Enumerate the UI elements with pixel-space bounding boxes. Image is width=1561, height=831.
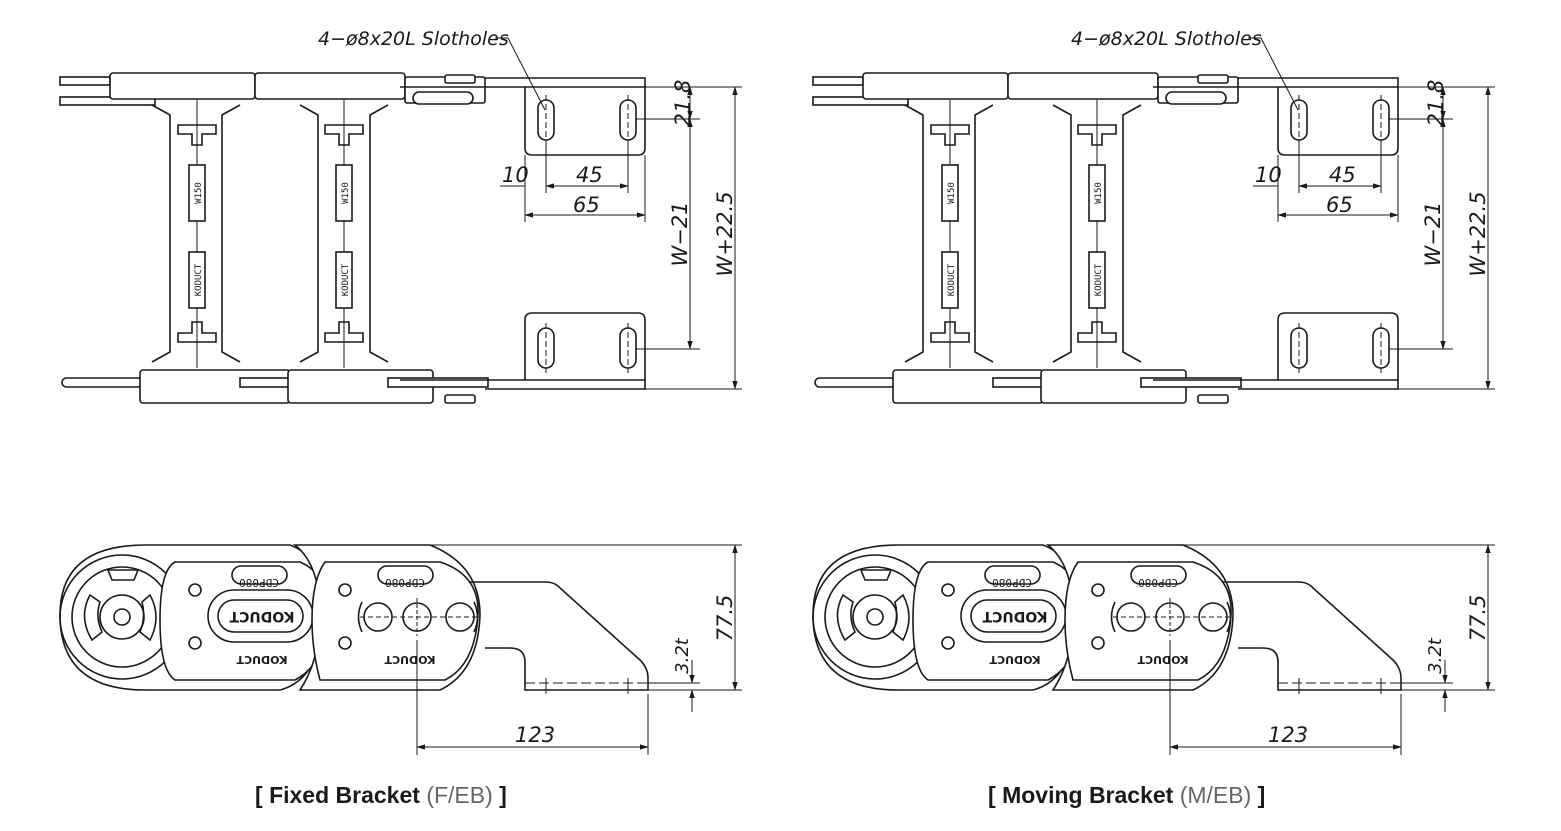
caption-code: (F/EB)	[426, 782, 493, 808]
fixed-bracket-caption: [ Fixed Bracket (F/EB) ]	[255, 782, 507, 809]
caption-close-bracket: ]	[1257, 782, 1266, 808]
dim-45: 45	[1329, 163, 1356, 187]
caption-main: Moving Bracket	[1002, 782, 1174, 808]
side-model-mark: CDP080	[992, 576, 1032, 589]
side-brand-mark: KODUCT	[989, 653, 1041, 666]
caption-main: Fixed Bracket	[269, 782, 420, 808]
link-brand-mark: KODUCT	[947, 263, 957, 296]
dim-w-plus-22-5: W+22.5	[1466, 191, 1490, 276]
link-width-mark: W150	[194, 182, 204, 204]
link-width-mark: W150	[1094, 182, 1104, 204]
dim-77-5: 77.5	[713, 595, 737, 642]
dim-21-8: 21.8	[671, 80, 695, 127]
dim-65: 65	[1326, 193, 1353, 217]
side-model-mark: CDP080	[385, 576, 425, 589]
moving-bracket-caption: [ Moving Bracket (M/EB) ]	[988, 782, 1265, 809]
dim-45: 45	[576, 163, 603, 187]
moving-bracket-top-view	[813, 38, 1495, 403]
caption-open-bracket: [	[255, 782, 263, 808]
dim-123: 123	[515, 723, 555, 747]
dim-65: 65	[573, 193, 600, 217]
dim-w-minus-21: W−21	[668, 201, 692, 266]
dim-21-8: 21.8	[1424, 80, 1448, 127]
dim-10: 10	[502, 163, 529, 187]
side-brand-mark: KODUCT	[384, 653, 436, 666]
caption-close-bracket: ]	[499, 782, 507, 808]
dim-w-minus-21: W−21	[1421, 201, 1445, 266]
moving-bracket-drawing: 4−ø8x20L Slotholes 21.8 10 45 65 W−21 W+…	[813, 28, 1495, 755]
caption-open-bracket: [	[988, 782, 996, 808]
link-brand-mark: KODUCT	[194, 263, 204, 296]
dim-10: 10	[1255, 163, 1282, 187]
dim-3-2t: 3.2t	[672, 637, 693, 674]
side-brand-mark: KODUCT	[236, 653, 288, 666]
caption-code: (M/EB)	[1179, 782, 1252, 808]
side-brand-mark: KODUCT	[229, 608, 294, 624]
side-brand-mark: KODUCT	[1137, 653, 1189, 666]
link-width-mark: W150	[947, 182, 957, 204]
slotholes-label: 4−ø8x20L Slotholes	[318, 28, 509, 50]
side-model-mark: CDP080	[239, 576, 279, 589]
side-model-mark: CDP080	[1138, 576, 1178, 589]
dim-3-2t: 3.2t	[1425, 637, 1446, 674]
dim-123: 123	[1268, 723, 1308, 747]
link-brand-mark: KODUCT	[341, 263, 351, 296]
link-width-mark: W150	[341, 182, 351, 204]
slotholes-label: 4−ø8x20L Slotholes	[1071, 28, 1262, 50]
fixed-bracket-drawing: 4−ø8x20L Slotholes 21.8 10 45 65 W−21 W+…	[60, 28, 742, 755]
side-brand-mark: KODUCT	[982, 608, 1047, 624]
dim-77-5: 77.5	[1466, 595, 1490, 642]
dim-w-plus-22-5: W+22.5	[713, 191, 737, 276]
fixed-bracket-top-view	[60, 38, 742, 403]
link-brand-mark: KODUCT	[1094, 263, 1104, 296]
